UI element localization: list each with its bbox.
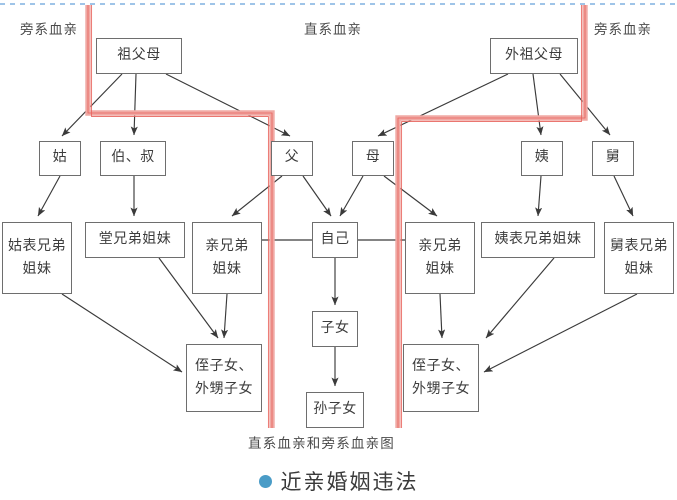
node-gu[interactable]: 姑: [39, 141, 81, 176]
node-qinxiongdi-right-line1: 亲兄弟: [418, 238, 462, 254]
node-zufumu[interactable]: 祖父母: [96, 38, 182, 74]
node-zhizinv-left-line1: 侄子女、: [195, 358, 253, 374]
zone-label-collateral-right: 旁系血亲: [594, 22, 652, 37]
node-gubiao-line1: 姑表兄弟: [8, 238, 66, 254]
node-fu-line1: 父: [284, 150, 300, 166]
node-gubiao-line2: 姐妹: [22, 262, 52, 277]
collateral-boundary-right: [395, 5, 588, 428]
node-mu-line1: 母: [365, 150, 381, 166]
node-yibiao-line1: 姨表兄弟姐妹: [494, 231, 582, 247]
node-tangxiongdi-line1: 堂兄弟姐妹: [98, 231, 172, 247]
node-zhizinv-right-line2: 外甥子女: [412, 382, 470, 397]
node-zhizinv-right-line1: 侄子女、: [412, 358, 470, 374]
node-jiubiao-line2: 姐妹: [624, 262, 654, 277]
node-boshu[interactable]: 伯、叔: [100, 141, 166, 176]
node-mu[interactable]: 母: [352, 141, 394, 176]
zone-label-collateral-left: 旁系血亲: [20, 22, 78, 37]
node-tang-xiongdi-jiemei[interactable]: 堂兄弟姐妹: [85, 222, 185, 258]
node-qin-xiongdi-jiemei-left[interactable]: 亲兄弟 姐妹: [192, 222, 262, 294]
bullet-dot-icon: [258, 474, 272, 488]
zone-label-lineal-center: 直系血亲: [304, 22, 362, 37]
node-waizufumu[interactable]: 外祖父母: [490, 38, 578, 74]
node-yibiao-xiongdi-jiemei[interactable]: 姨表兄弟姐妹: [481, 222, 595, 258]
node-qin-xiongdi-jiemei-right[interactable]: 亲兄弟 姐妹: [405, 222, 475, 294]
node-zinv[interactable]: 子女: [312, 311, 358, 347]
node-qinxiongdi-right-line2: 姐妹: [425, 262, 455, 277]
node-sunzinv-line1: 孙子女: [313, 401, 357, 417]
node-zhizinv-waishengzinv-right[interactable]: 侄子女、 外甥子女: [403, 344, 479, 412]
node-yi-line1: 姨: [534, 150, 550, 166]
node-ziji[interactable]: 自己: [312, 222, 358, 258]
node-zinv-line1: 子女: [320, 320, 350, 336]
node-qinxiongdi-left-line1: 亲兄弟: [205, 238, 249, 254]
node-jiubiao-xiongdi-jiemei[interactable]: 舅表兄弟 姐妹: [604, 222, 674, 294]
collateral-boundary-left: [85, 5, 275, 428]
node-zhizinv-waishengzinv-left[interactable]: 侄子女、 外甥子女: [186, 344, 262, 412]
node-zufumu-line1: 祖父母: [117, 47, 161, 63]
node-jiu[interactable]: 舅: [592, 141, 634, 176]
node-gubiao-xiongdi-jiemei[interactable]: 姑表兄弟 姐妹: [2, 222, 72, 294]
node-waizufumu-line1: 外祖父母: [505, 47, 563, 63]
node-jiubiao-line1: 舅表兄弟: [610, 238, 668, 254]
arrow-edges: [37, 73, 638, 387]
legal-note: 近亲婚姻违法: [0, 466, 677, 496]
node-gu-line1: 姑: [52, 150, 68, 166]
diagram-caption: 直系血亲和旁系血亲图: [248, 436, 395, 451]
top-dashed-rule: [0, 3, 677, 5]
node-ziji-line1: 自己: [320, 231, 350, 247]
node-sunzinv[interactable]: 孙子女: [306, 392, 364, 428]
node-zhizinv-left-line2: 外甥子女: [195, 382, 253, 397]
node-qinxiongdi-left-line2: 姐妹: [212, 262, 242, 277]
node-boshu-line1: 伯、叔: [111, 150, 155, 166]
node-jiu-line1: 舅: [605, 150, 621, 166]
node-yi[interactable]: 姨: [521, 141, 563, 176]
node-fu[interactable]: 父: [271, 141, 313, 176]
legal-note-text: 近亲婚姻违法: [280, 470, 419, 494]
